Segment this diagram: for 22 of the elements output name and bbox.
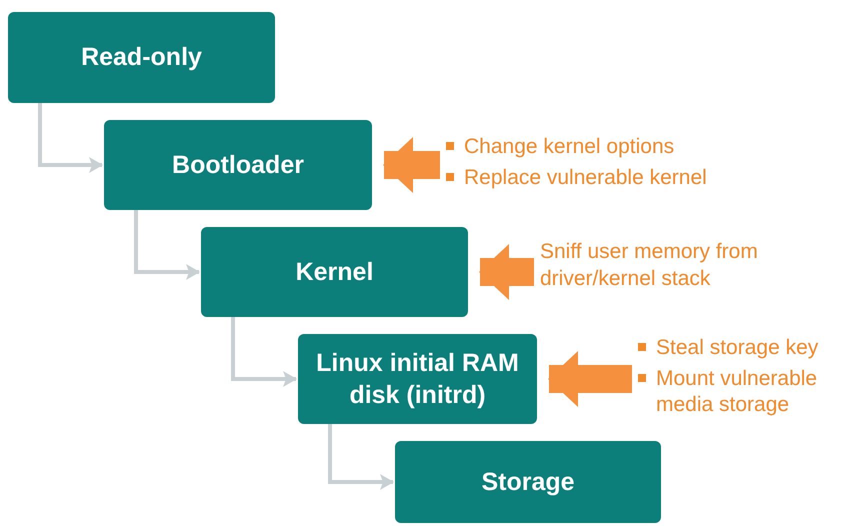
- block-arrow: [479, 244, 534, 300]
- box-label: Storage: [481, 466, 575, 498]
- block-arrow: [548, 351, 632, 407]
- process-box: [8, 12, 275, 103]
- arrow: [231, 317, 297, 387]
- annotation-text: Mount vulnerable media storage: [656, 366, 818, 418]
- annotation-text: Replace vulnerable kernel: [464, 165, 707, 191]
- annotation-text: Steal storage key: [656, 334, 818, 361]
- box-label: Linux initial RAM disk (initrd): [315, 348, 520, 411]
- arrow: [134, 210, 200, 280]
- box-label: Kernel: [296, 256, 374, 288]
- process-box: [104, 120, 372, 210]
- block-arrow: [383, 137, 440, 193]
- annotation-text: Change kernel options: [464, 134, 674, 160]
- box-label: Read-only: [81, 42, 202, 74]
- arrow: [328, 424, 394, 490]
- arrow: [38, 103, 103, 173]
- process-box: [298, 334, 537, 424]
- annotation-text: Sniff user memory from driver/kernel stack: [540, 239, 759, 292]
- process-box: [395, 441, 661, 523]
- process-box: [201, 227, 468, 317]
- box-label: Bootloader: [172, 150, 304, 181]
